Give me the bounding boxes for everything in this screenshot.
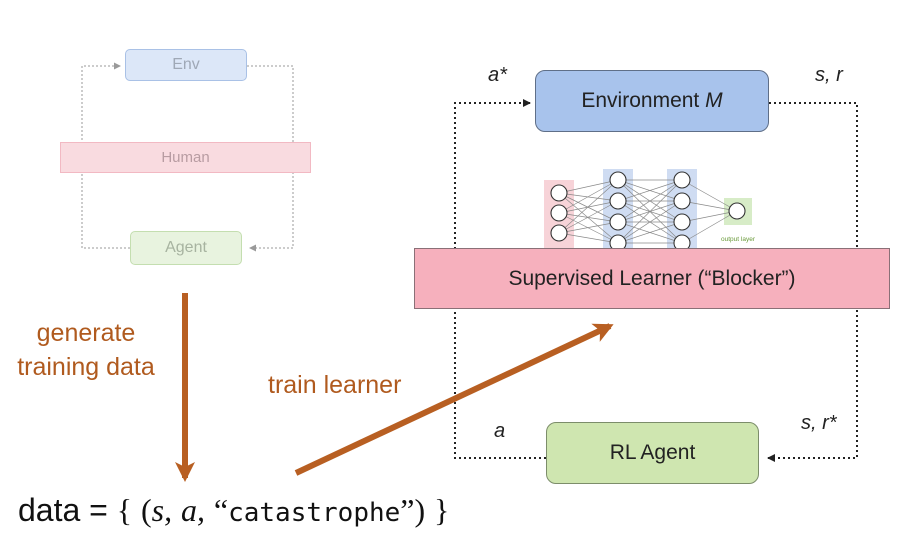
edge-label-a: a — [494, 420, 506, 442]
faded-agent-box: Agent — [130, 231, 242, 265]
supervised-learner-label: Supervised Learner (“Blocker”) — [508, 266, 796, 290]
environment-var: M — [705, 89, 723, 112]
nn-output-caption: output layer — [721, 236, 756, 243]
train-learner-label: train learner — [268, 371, 402, 399]
faded-agent-label: Agent — [165, 239, 207, 256]
neural-network-illustration: output layer — [540, 169, 796, 252]
faded-env-label: Env — [172, 56, 200, 73]
training-data-line: training data — [17, 353, 155, 381]
edge-label-a-star: a* — [488, 64, 507, 86]
faded-env-box: Env — [125, 49, 247, 81]
rl-agent-box: RL Agent — [546, 422, 759, 484]
faded-human-box: Human — [60, 142, 311, 173]
environment-label: Environment M — [581, 89, 723, 112]
generate-line: generate — [36, 319, 136, 347]
data-formula: data = { (s, a, “catastrophe”) } — [18, 492, 450, 528]
edge-label-s-r-star: s, r* — [801, 412, 837, 434]
brown-arrows — [175, 293, 614, 482]
rl-agent-label: RL Agent — [609, 441, 696, 464]
generate-training-data-label: generate training data — [0, 316, 172, 384]
supervised-learner-box: Supervised Learner (“Blocker”) — [414, 248, 890, 309]
environment-box: Environment M — [535, 70, 769, 132]
faded-human-label: Human — [161, 149, 210, 166]
edge-label-s-r: s, r — [815, 64, 843, 86]
